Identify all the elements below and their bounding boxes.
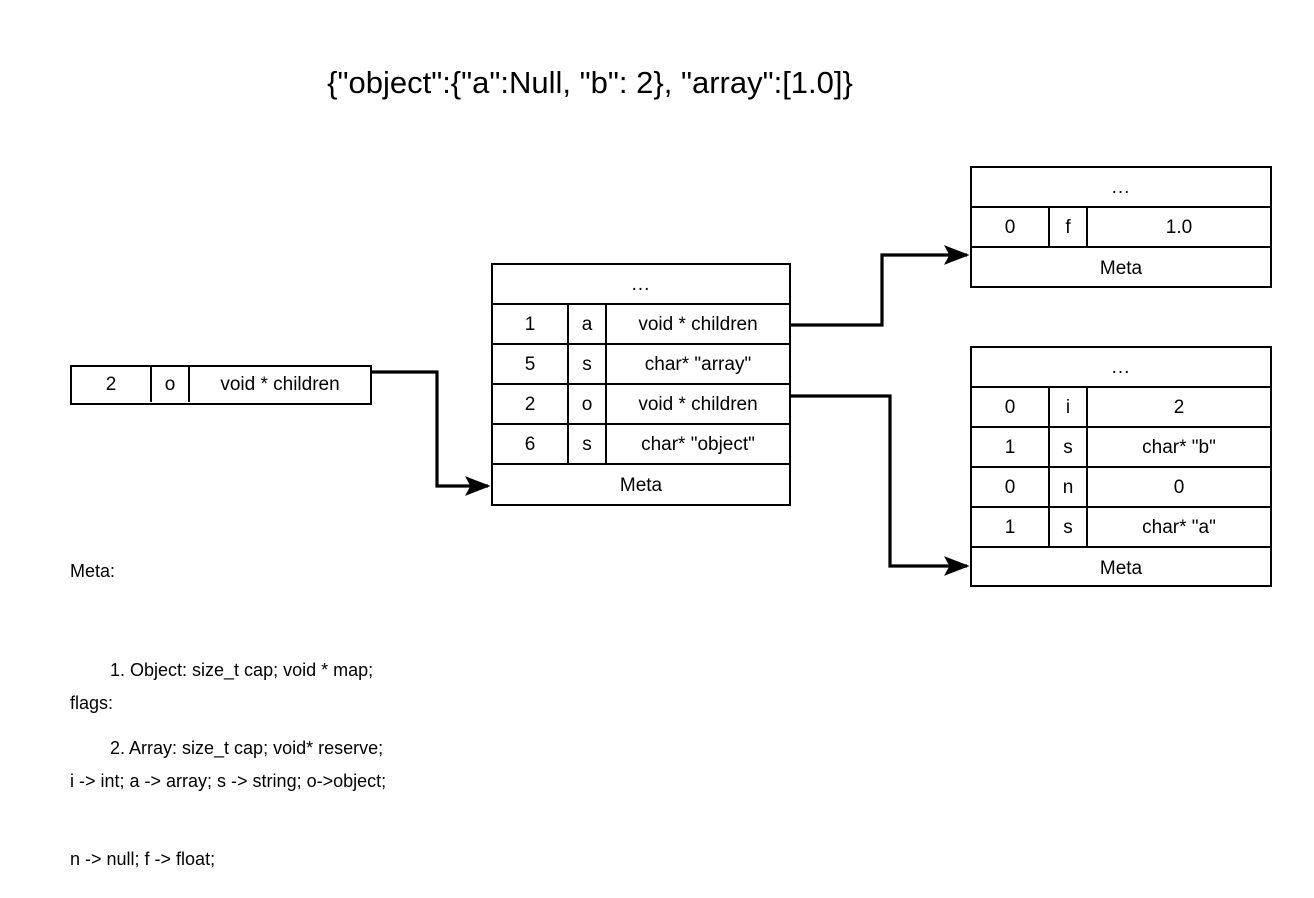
row-flag-cell: i [1050,388,1088,426]
table-row: 0 f 1.0 [972,208,1270,248]
ellipsis-label: ... [631,273,651,295]
root-box-row: 2 o void * children [72,367,370,402]
row-size-cell: 1 [972,428,1050,466]
row-flag-cell: n [1050,468,1088,506]
meta-label: Meta [619,474,663,496]
row-value-cell: 2 [1173,396,1185,418]
flags-legend-heading: flags: [70,693,114,713]
ellipsis-label: ... [1111,176,1131,198]
row-flag-cell: s [569,425,607,463]
table-meta-row: Meta [972,548,1270,588]
row-size-cell: 0 [972,468,1050,506]
connector-root-to-object [372,370,491,496]
meta-legend-list: 1. Object: size_t cap; void * map; 2. Ar… [110,605,383,787]
row-value-cell: char* "array" [644,353,752,375]
meta-legend-item: 2. Array: size_t cap; void* reserve; [110,738,384,758]
row-flag-cell: o [569,385,607,423]
table-row: 6 s char* "object" [493,425,789,465]
table-row: 5 s char* "array" [493,345,789,385]
row-flag-cell: f [1050,208,1088,246]
row-value-cell: char* "a" [1142,516,1216,538]
row-value-cell: 1.0 [1165,216,1193,238]
root-box-size-cell: 2 [72,367,152,402]
inner-object-children-table: ... 0 i 2 1 s char* "b" 0 n 0 1 s char* … [970,346,1272,587]
table-header-row: ... [972,348,1270,388]
flags-legend-line: i -> int; a -> array; s -> string; o->ob… [70,771,387,791]
row-size-cell: 2 [493,385,569,423]
table-row: 1 s char* "b" [972,428,1270,468]
row-flag-cell: s [1050,508,1088,546]
table-row: 0 i 2 [972,388,1270,428]
root-box-pointer-cell: void * children [220,374,340,395]
row-value-cell: 0 [1173,476,1185,498]
table-row: 1 a void * children [493,305,789,345]
row-flag-cell: a [569,305,607,343]
row-flag-cell: s [1050,428,1088,466]
flags-legend-list: i -> int; a -> array; s -> string; o->ob… [70,716,386,898]
meta-legend-item: 1. Object: size_t cap; void * map; [110,660,374,680]
table-row: 1 s char* "a" [972,508,1270,548]
root-value-box: 2 o void * children [70,365,372,405]
table-header-row: ... [972,168,1270,208]
row-size-cell: 1 [493,305,569,343]
row-size-cell: 6 [493,425,569,463]
table-meta-row: Meta [493,465,789,505]
row-value-cell: void * children [638,313,758,335]
connector-object-to-array [791,245,970,327]
flags-legend-line: n -> null; f -> float; [70,849,216,869]
meta-legend-heading: Meta: [70,561,116,581]
table-row: 2 o void * children [493,385,789,425]
row-size-cell: 0 [972,388,1050,426]
array-children-table: ... 0 f 1.0 Meta [970,166,1272,288]
row-size-cell: 0 [972,208,1050,246]
diagram-title: {"object":{"a":Null, "b": 2}, "array":[1… [327,65,853,100]
table-header-row: ... [493,265,789,305]
row-value-cell: char* "object" [641,433,755,455]
table-row: 0 n 0 [972,468,1270,508]
row-flag-cell: s [569,345,607,383]
ellipsis-label: ... [1111,356,1131,378]
object-children-table: ... 1 a void * children 5 s char* "array… [491,263,791,506]
row-value-cell: char* "b" [1142,436,1216,458]
row-size-cell: 5 [493,345,569,383]
table-meta-row: Meta [972,248,1270,288]
root-box-flag-cell: o [152,367,190,402]
connector-object-to-inner-object [791,394,970,576]
row-value-cell: void * children [638,393,758,415]
row-size-cell: 1 [972,508,1050,546]
meta-label: Meta [1099,557,1143,579]
meta-label: Meta [1099,257,1143,279]
connector-layer [372,245,970,576]
